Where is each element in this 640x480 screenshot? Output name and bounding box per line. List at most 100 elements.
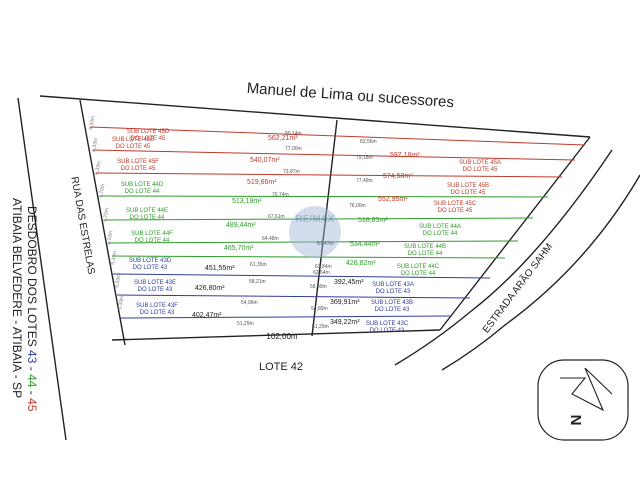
south-lot-label: LOTE 42 [259, 361, 303, 373]
north-arrow: N [537, 359, 629, 441]
lot-43a-area: 392,45m² [334, 279, 364, 286]
lot-45a-name: SUB LOTE 45A [459, 160, 501, 166]
lot-44d-of: DO LOTE 44 [125, 189, 160, 195]
west-road-line-inner [79, 99, 126, 346]
measure-n1: 82,56m [360, 139, 377, 145]
title-line-2: ATIBAIA BELVEDERE - ATIBAIA - SP [10, 198, 24, 398]
lot-45d-name: SUB LOTE 45D [127, 129, 170, 135]
lot-labels-east: SUB LOTE 45A DO LOTE 45 597,18m² SUB LOT… [330, 152, 501, 334]
lot-44c-area: 426,82m² [346, 260, 376, 267]
measure-n5: 67,47m [317, 241, 334, 247]
lot-44a-of: DO LOTE 44 [423, 231, 458, 237]
side-measure-4: 5,70m [98, 184, 106, 199]
lot-43c-name: SUB LOTE 43C [366, 321, 409, 327]
lot-45d-of: DO LOTE 45 [131, 136, 166, 142]
lot-44d-area: 513,19m² [232, 198, 262, 205]
side-measure-2: 6,33m [91, 138, 99, 153]
lot-44c-name: SUB LOTE 44C [397, 264, 440, 270]
lot-44b-area: 534,44m² [350, 241, 380, 248]
lot-44b-name: SUB LOTE 44B [404, 244, 446, 250]
lot-43e-area: 426,80m² [195, 285, 225, 292]
lot-lines-45 [89, 126, 586, 178]
title-lot-43: 43 [25, 350, 39, 364]
south-boundary-line [111, 329, 441, 341]
measurements-west: 6,33m 6,33m 6,33m 5,70m 5,70m 5,70m 5,33… [88, 116, 125, 311]
measure-10: 51,29m [237, 321, 254, 327]
measure-2: 77,00m [285, 146, 302, 152]
watermark: RE/MAX [289, 206, 341, 258]
measure-1: 80,14m [285, 131, 302, 137]
north-boundary-line [39, 95, 591, 138]
measure-n6: 63,84m [315, 264, 332, 270]
title-line-1: DESDOBRO DOS LOTES 43 - 44 - 45 [25, 206, 39, 412]
lot-43d-name: SUB LOTE 43D [129, 258, 172, 264]
south-frontage-label: 102,00m [266, 332, 297, 341]
measure-9: 54,06m [241, 300, 258, 306]
lot-labels-west: SUB LOTE 45D DO LOTE 45 562,21m² SUB LOT… [112, 129, 298, 319]
measure-8: 58,21m [249, 279, 266, 285]
side-measure-1: 6,33m [88, 116, 96, 131]
measure-5: 67,61m [268, 214, 285, 220]
lot-43a-name: SUB LOTE 43A [372, 282, 414, 288]
north-boundary-label: Manuel de Lima ou sucessores [246, 80, 454, 111]
north-arrow-shape [560, 367, 613, 412]
boundary-lines [17, 95, 640, 441]
measure-6: 64,48m [262, 236, 279, 242]
lot-43e-of: DO LOTE 43 [138, 287, 173, 293]
lot-45f-name: SUB LOTE 45F [117, 159, 159, 165]
lot-44a-area: 518,85m² [358, 217, 388, 224]
measure-3: 73,87m [283, 169, 300, 175]
measure-n2: 79,18m [356, 155, 373, 161]
side-measure-5: 5,70m [102, 208, 110, 223]
lot-45b-of: DO LOTE 45 [451, 190, 486, 196]
lot-44f-name: SUB LOTE 44F [131, 231, 173, 237]
title-sep-1: - [25, 363, 39, 374]
east-road-curve-outer [394, 149, 613, 366]
lot-45e-area: 540,07m² [250, 157, 280, 164]
lot-43c-area: 349,22m² [330, 319, 360, 326]
lot-44f-area: 465,70m² [224, 245, 254, 252]
lot-45a-area: 597,18m² [390, 152, 420, 159]
side-measure-9: 5,33m [117, 296, 125, 311]
measure-n10: 51,29m [312, 324, 329, 330]
lot-44e-of: DO LOTE 44 [130, 215, 165, 221]
lot-45d-area: 562,21m² [268, 135, 298, 142]
lot-43b-area: 369,91m² [330, 299, 360, 306]
lot-45b-area: 574,58m² [383, 173, 413, 180]
title-prefix: DESDOBRO DOS LOTES [25, 206, 39, 350]
lot-45b-name: SUB LOTE 45B [447, 183, 489, 189]
title-block: DESDOBRO DOS LOTES 43 - 44 - 45 ATIBAIA … [10, 198, 39, 412]
title-sep-2: - [25, 387, 39, 398]
measure-n4: 76,00m [349, 203, 366, 209]
lot-43f-area: 402,47m² [192, 312, 222, 319]
lot-43b-of: DO LOTE 43 [375, 307, 410, 313]
side-measure-3: 6,33m [94, 161, 102, 176]
east-road-curve-inner [441, 174, 640, 371]
lot-45c-area: 552,95m² [378, 196, 408, 203]
lot-43a-of: DO LOTE 43 [376, 289, 411, 295]
lot-43f-of: DO LOTE 43 [140, 310, 175, 316]
measure-7: 61,35m [250, 262, 267, 268]
side-measure-8: 5,33m [114, 274, 122, 289]
lot-44e-name: SUB LOTE 44E [126, 208, 168, 214]
lot-44d-name: SUB LOTE 44D [121, 182, 164, 188]
side-measure-7: 5,33m [110, 251, 118, 266]
lot-45a-of: DO LOTE 45 [463, 167, 498, 173]
west-road-line-outer [17, 97, 67, 441]
lot-45e-name: SUB LOTE 45E [112, 137, 154, 143]
lot-44b-of: DO LOTE 44 [408, 251, 443, 257]
side-measure-6: 5,70m [106, 231, 114, 246]
lot-lines-43 [112, 273, 491, 319]
north-arrow-frame [537, 359, 629, 441]
watermark-text: RE/MAX [296, 214, 335, 225]
lot-45c-name: SUB LOTE 45C [434, 201, 477, 207]
lot-44e-area: 489,44m² [226, 222, 256, 229]
middle-divider [311, 119, 338, 337]
lot-43b-name: SUB LOTE 43B [371, 300, 413, 306]
title-lot-44: 44 [25, 374, 39, 388]
measure-n7: 62,64m [313, 270, 330, 276]
lot-44a-name: SUB LOTE 44A [419, 224, 461, 230]
measure-4: 70,74m [272, 192, 289, 198]
lot-45f-of: DO LOTE 45 [121, 166, 156, 172]
